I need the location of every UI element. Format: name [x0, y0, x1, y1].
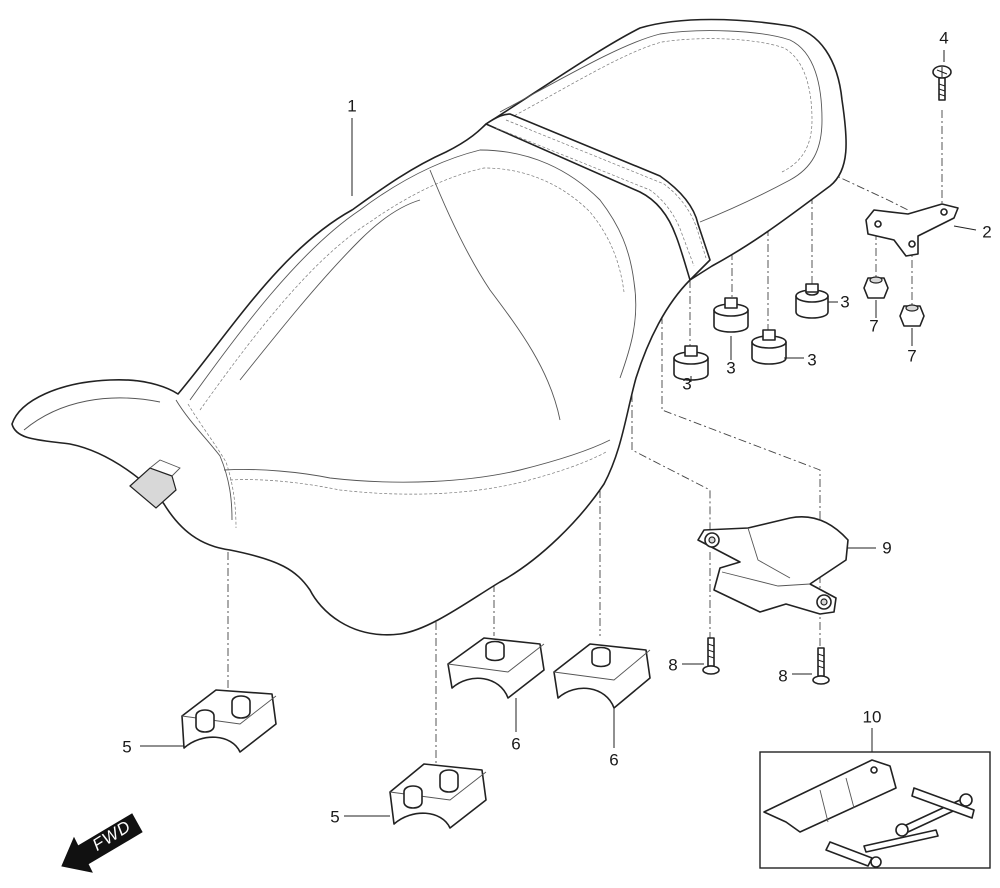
mid-damper-left [447, 637, 545, 699]
mid-damper-right [553, 643, 651, 709]
fwd-arrow [61, 813, 143, 873]
rubber-cushion-3 [751, 329, 787, 365]
callout-rubber-1: 3 [840, 292, 850, 312]
callout-bolt-2: 8 [778, 666, 788, 686]
bracket [865, 203, 959, 257]
front-damper-right [389, 763, 487, 829]
callout-rubber-2: 3 [807, 350, 817, 370]
front-damper-left [181, 689, 277, 753]
lock-plate [697, 516, 849, 615]
callout-front-damper-1: 5 [122, 737, 132, 757]
callout-bracket: 2 [982, 222, 992, 242]
rubber-cushion-2 [713, 297, 749, 333]
bolt-left [702, 637, 720, 675]
nut-right [899, 304, 925, 327]
nut-left [863, 276, 889, 299]
callout-rubber-3: 3 [726, 358, 736, 378]
callout-seat: 1 [347, 96, 357, 116]
rubber-cushion-4 [673, 345, 709, 381]
seat [11, 18, 847, 636]
screw [932, 65, 952, 101]
callout-mid-damper-1: 6 [511, 734, 521, 754]
callout-nut-2: 7 [907, 346, 917, 366]
leader-lines [140, 50, 977, 817]
callout-bolt-1: 8 [668, 655, 678, 675]
tool-kit [759, 751, 991, 869]
rubber-cushion-1 [795, 283, 829, 319]
callout-tool-kit: 10 [862, 707, 882, 727]
bolt-right [812, 647, 830, 685]
callout-screw: 4 [939, 28, 949, 48]
callout-mid-damper-2: 6 [609, 750, 619, 770]
callout-rubber-4: 3 [682, 374, 692, 394]
callout-nut-1: 7 [869, 316, 879, 336]
callout-front-damper-2: 5 [330, 807, 340, 827]
callout-lock-plate: 9 [882, 538, 892, 558]
